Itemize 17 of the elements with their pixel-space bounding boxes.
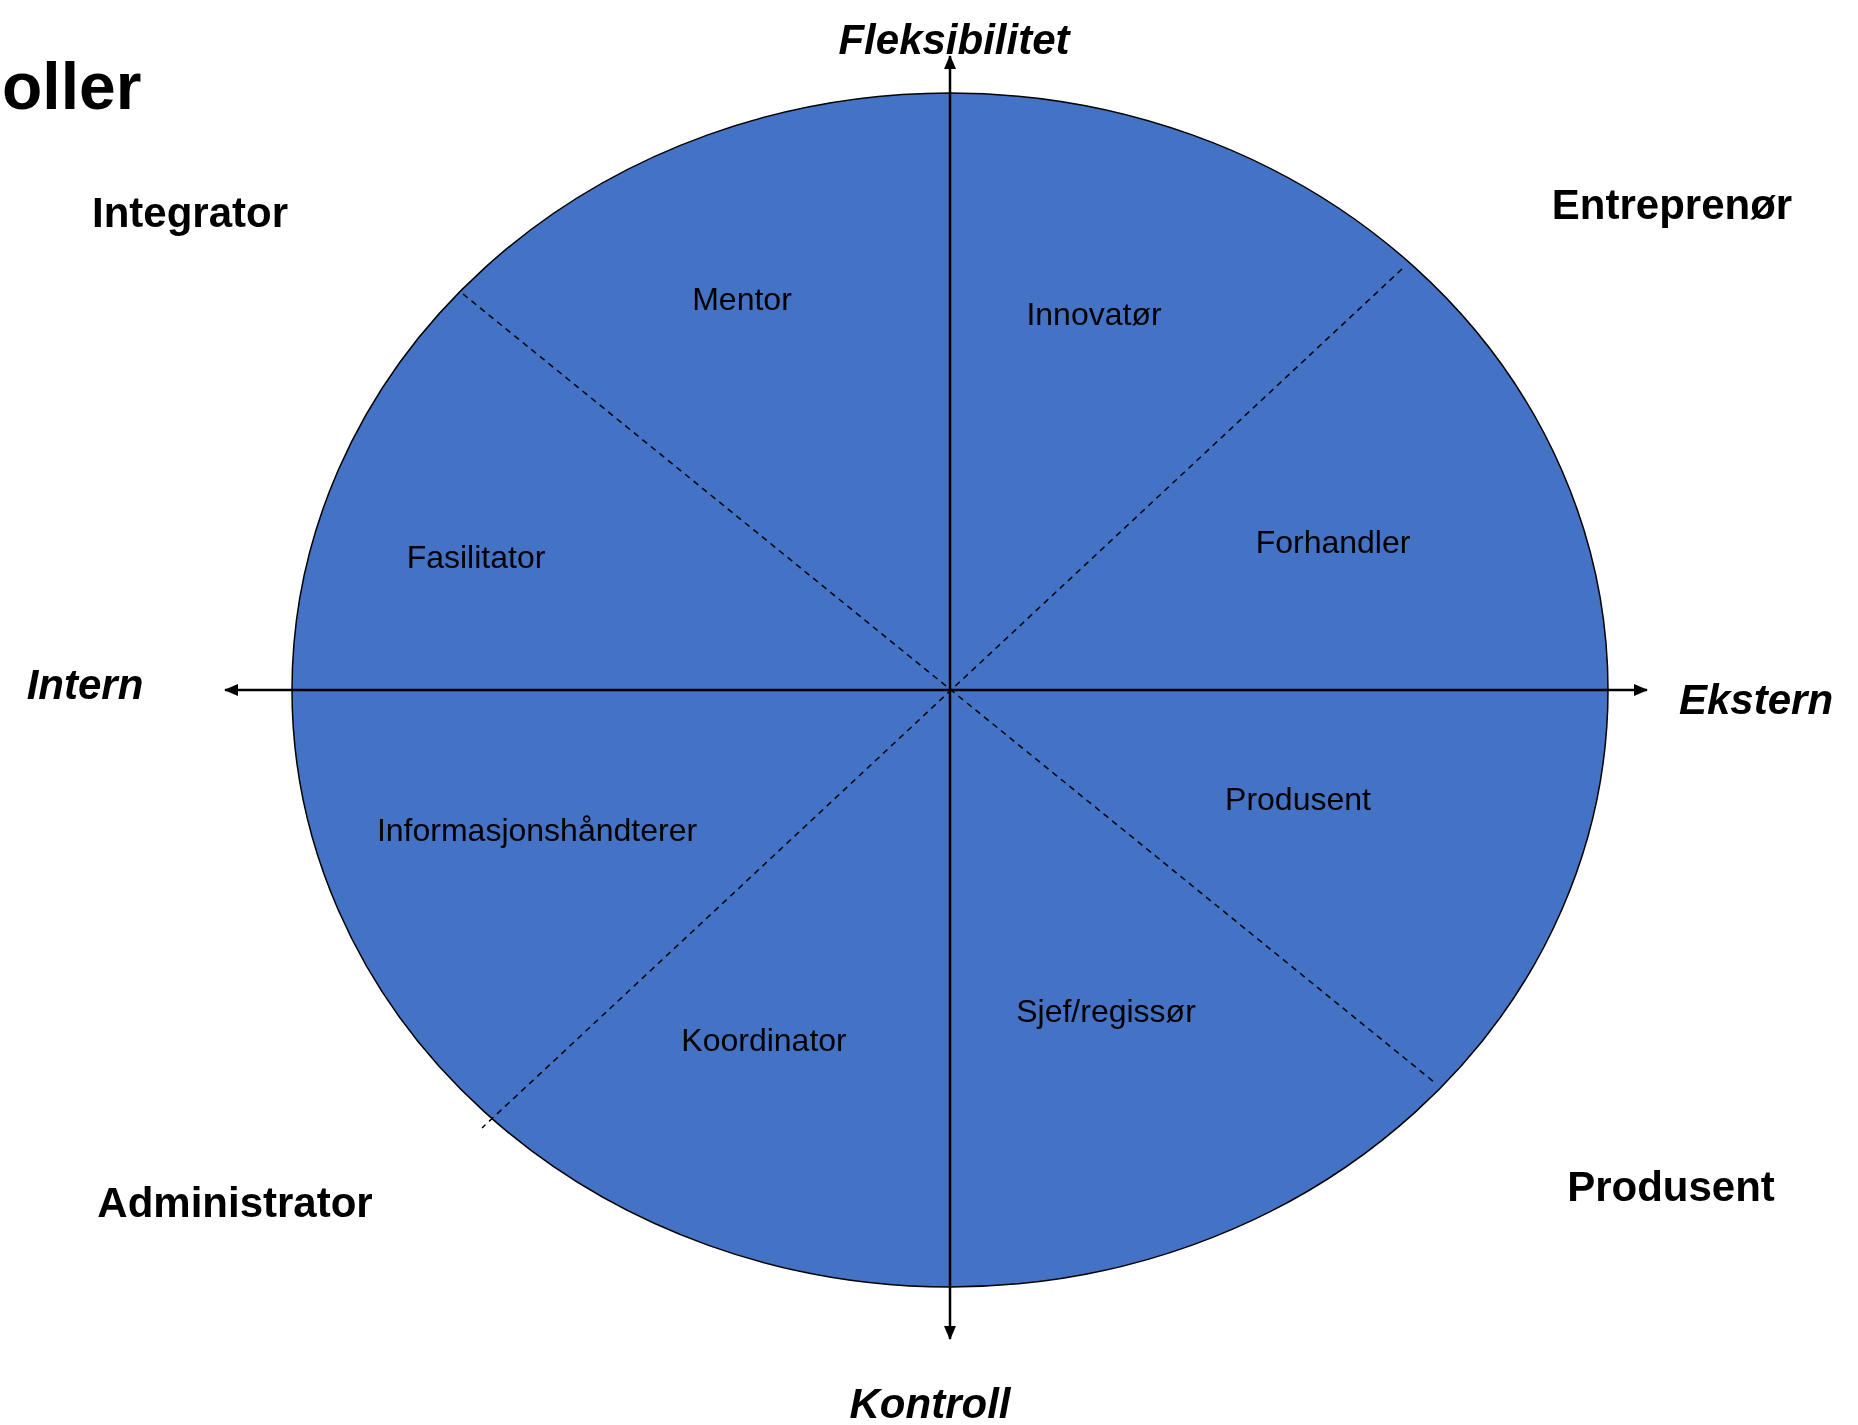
- quadrant-label: Entreprenør: [1551, 181, 1793, 229]
- quadrant-label: Produsent: [1567, 1163, 1775, 1211]
- axis-label: Ekstern: [1678, 676, 1834, 724]
- axis-label: Fleksibilitet: [838, 16, 1070, 64]
- role-label: Sjef/regissør: [1016, 992, 1196, 1030]
- title: oller: [2, 48, 142, 124]
- quadrant-label: Administrator: [97, 1179, 373, 1227]
- role-label: Mentor: [692, 280, 792, 318]
- axis-label: Kontroll: [849, 1380, 1011, 1425]
- role-label: Fasilitator: [406, 538, 546, 576]
- quadrant-label: Integrator: [92, 189, 288, 237]
- role-label: Informasjonshåndterer: [376, 811, 698, 849]
- axis-label: Intern: [26, 661, 144, 709]
- role-label: Forhandler: [1255, 523, 1411, 561]
- role-label: Innovatør: [1026, 295, 1162, 333]
- role-label: Produsent: [1225, 780, 1371, 818]
- role-label: Koordinator: [681, 1021, 847, 1059]
